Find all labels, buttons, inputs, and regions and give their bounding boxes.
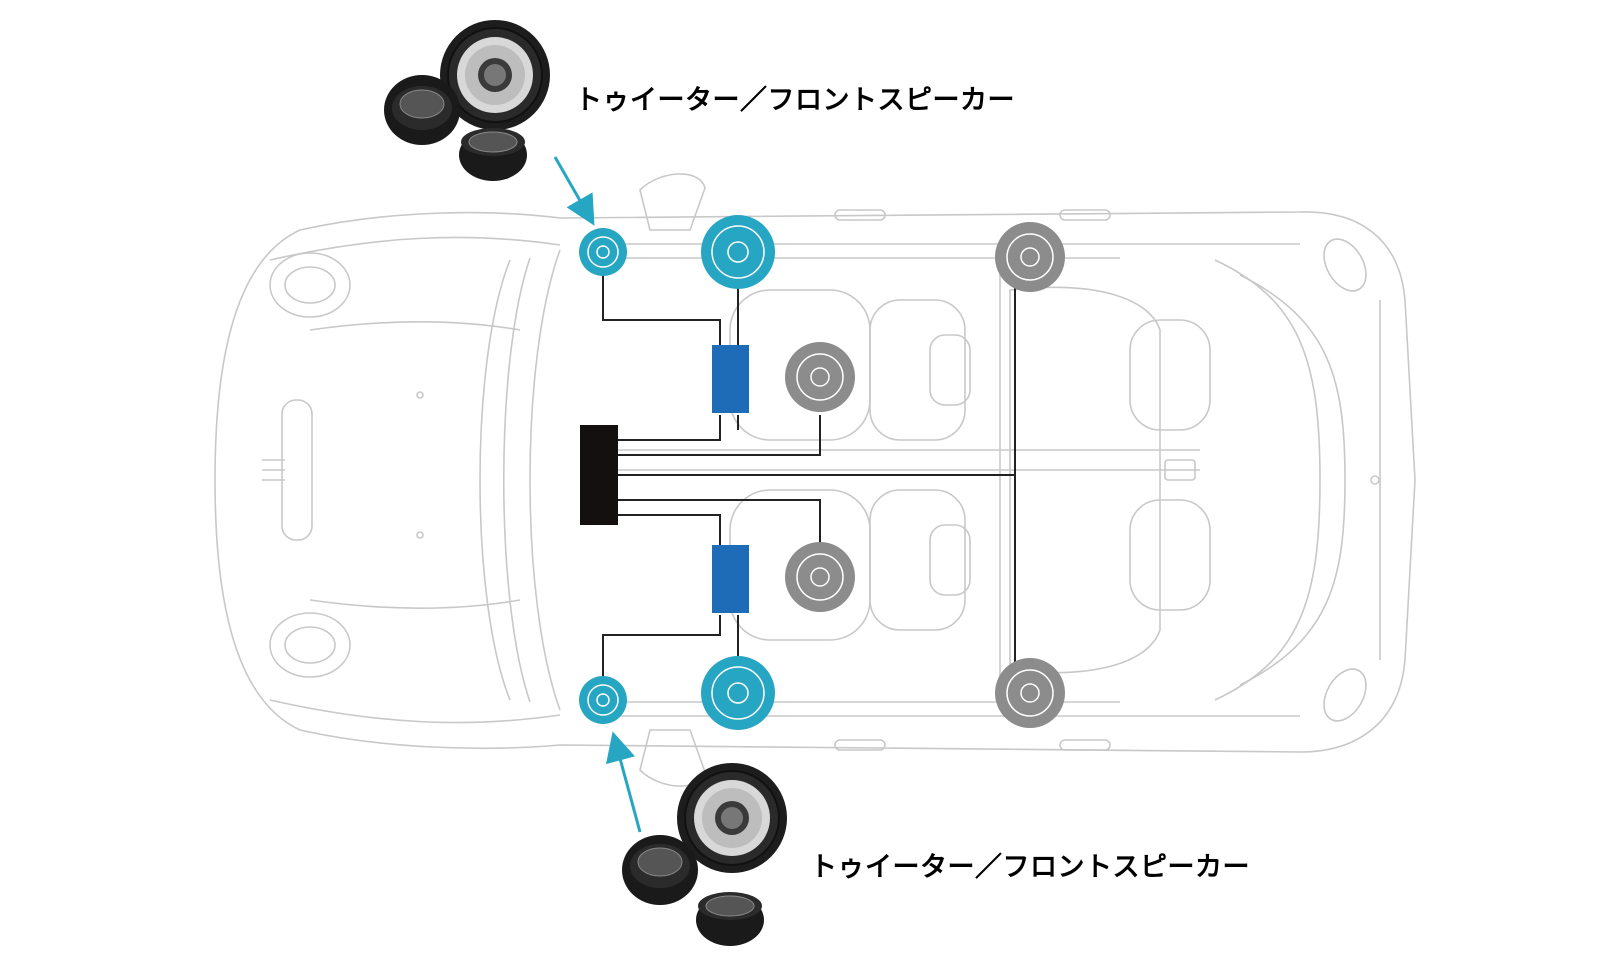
speaker-kit-bottom-icon bbox=[622, 763, 787, 946]
front-speaker-bottom bbox=[701, 656, 775, 730]
amplifier bbox=[580, 425, 618, 525]
crossover-bottom bbox=[712, 545, 749, 613]
crossover-top bbox=[712, 345, 749, 413]
arrow-top bbox=[553, 156, 595, 226]
front-speaker-top bbox=[701, 215, 775, 289]
tweeter-top bbox=[579, 228, 627, 276]
seat-speaker-top bbox=[785, 342, 855, 412]
rear-speaker-bottom bbox=[995, 658, 1065, 728]
speaker-label-bottom: トゥイーター／フロントスピーカー bbox=[810, 852, 1250, 883]
wiring bbox=[602, 275, 1016, 690]
tweeter-bottom bbox=[579, 676, 627, 724]
speaker-label-top: トゥイーター／フロントスピーカー bbox=[575, 85, 1015, 116]
arrow-bottom bbox=[606, 731, 642, 833]
car-outline bbox=[214, 173, 1416, 787]
rear-speaker-top bbox=[995, 222, 1065, 292]
seat-speaker-bottom bbox=[785, 542, 855, 612]
speaker-kit-top-icon bbox=[384, 20, 550, 181]
